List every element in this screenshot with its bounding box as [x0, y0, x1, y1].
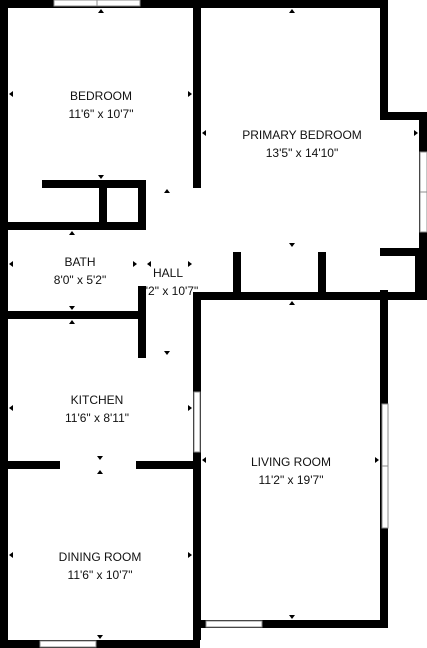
- dimension-tick: [188, 261, 192, 267]
- room-name: BATH: [64, 255, 95, 269]
- window-dining-bottom: [39, 640, 97, 648]
- room-dimensions: 11'6" x 10'7": [69, 107, 134, 121]
- room-name: BEDROOM: [70, 89, 132, 103]
- window-living-bottom: [205, 620, 263, 628]
- dimension-tick: [9, 405, 13, 411]
- window-kitchen: [193, 391, 201, 453]
- room-dining-room: DINING ROOM 11'6" x 10'7": [59, 550, 142, 582]
- dimension-tick: [9, 261, 13, 267]
- dimension-tick: [98, 175, 104, 179]
- dimension-tick: [188, 405, 192, 411]
- room-kitchen: KITCHEN 11'6" x 8'11": [65, 393, 129, 425]
- room-primary-bedroom: PRIMARY BEDROOM 13'5" x 14'10": [242, 128, 362, 160]
- dimension-tick: [69, 306, 75, 310]
- dimension-tick: [9, 91, 13, 97]
- dimension-tick: [188, 552, 192, 558]
- room-bedroom: BEDROOM 11'6" x 10'7": [69, 89, 134, 121]
- dimension-tick: [188, 91, 192, 97]
- dimension-tick: [289, 243, 295, 247]
- room-name: DINING ROOM: [59, 550, 142, 564]
- room-name: PRIMARY BEDROOM: [242, 128, 362, 142]
- room-dimensions: '2" x 10'7": [146, 284, 198, 298]
- windows: [39, 0, 427, 648]
- room-bath: BATH 8'0" x 5'2": [54, 255, 106, 287]
- dimension-tick: [9, 552, 13, 558]
- dimension-tick: [202, 457, 206, 463]
- dimension-tick: [289, 301, 295, 305]
- dimension-tick: [414, 130, 418, 136]
- dimension-tick: [97, 635, 103, 639]
- room-dimensions: 13'5" x 14'10": [266, 146, 339, 160]
- room-name: HALL: [153, 266, 183, 280]
- dimension-tick: [97, 470, 103, 474]
- room-dimensions: 11'6" x 10'7": [68, 568, 133, 582]
- dimension-tick: [147, 261, 151, 267]
- dimension-tick: [289, 615, 295, 619]
- dimension-tick: [202, 130, 206, 136]
- room-dimensions: 11'2" x 19'7": [259, 473, 324, 487]
- dimension-tick: [97, 456, 103, 460]
- room-living-room: LIVING ROOM 11'2" x 19'7": [251, 455, 331, 487]
- dimension-tick: [98, 9, 104, 13]
- room-dimensions: 8'0" x 5'2": [54, 273, 106, 287]
- dimension-tick: [375, 457, 379, 463]
- room-dimensions: 11'6" x 8'11": [65, 411, 129, 425]
- dimension-tick: [164, 351, 170, 355]
- dimension-tick: [289, 9, 295, 13]
- room-labels: BEDROOM 11'6" x 10'7" PRIMARY BEDROOM 13…: [54, 89, 362, 582]
- dimension-tick: [164, 189, 170, 193]
- room-hall: HALL '2" x 10'7": [146, 266, 198, 298]
- room-name: KITCHEN: [71, 393, 124, 407]
- dimension-tick: [133, 261, 137, 267]
- dimension-markers: [9, 9, 418, 639]
- dimension-tick: [69, 231, 75, 235]
- dimension-tick: [69, 320, 75, 324]
- room-name: LIVING ROOM: [251, 455, 331, 469]
